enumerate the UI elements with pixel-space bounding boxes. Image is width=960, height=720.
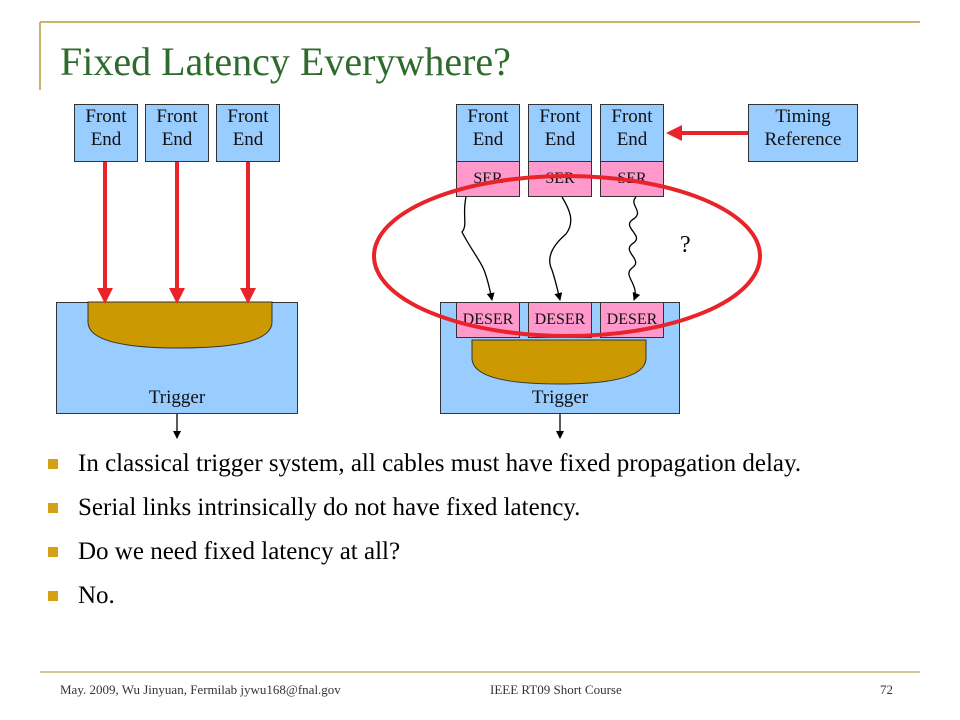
bullet-text: Do we need fixed latency at all?: [78, 538, 401, 565]
trigger-label: Trigger: [148, 387, 206, 408]
latency-highlight-ellipse: [372, 174, 762, 338]
trigger-label: Trigger: [531, 387, 589, 408]
question-mark: ?: [680, 232, 691, 258]
bullet-text: No.: [78, 582, 115, 609]
timing-reference-box: Timing Reference: [748, 104, 858, 162]
serial-link-cable: [628, 196, 641, 301]
bullet-item: Serial links intrinsically do not have f…: [48, 492, 908, 524]
footer-course: IEEE RT09 Short Course: [490, 682, 622, 697]
deser-box: DESER: [528, 302, 592, 338]
serial-link-cable: [461, 196, 495, 301]
bullet-text: In classical trigger system, all cables …: [78, 450, 802, 477]
front-end-box: Front End: [600, 104, 664, 162]
front-end-box: Front End: [216, 104, 280, 162]
bullet-marker: [48, 459, 58, 469]
deser-box: DESER: [456, 302, 520, 338]
bullet-item: Do we need fixed latency at all?: [48, 536, 908, 568]
slide-title: Fixed Latency Everywhere?: [60, 39, 511, 84]
bullet-marker: [48, 503, 58, 513]
bullet-item: In classical trigger system, all cables …: [48, 448, 908, 480]
bullet-marker: [48, 591, 58, 601]
serial-link-cable: [549, 196, 572, 301]
front-end-box: Front End: [528, 104, 592, 162]
bullet-list: In classical trigger system, all cables …: [48, 448, 908, 624]
trigger-logic-shape: [87, 301, 273, 349]
trigger-logic-shape: [471, 339, 647, 385]
front-end-box: Front End: [74, 104, 138, 162]
bullet-text: Serial links intrinsically do not have f…: [78, 494, 581, 521]
bullet-marker: [48, 547, 58, 557]
front-end-box: Front End: [145, 104, 209, 162]
footer-author: May. 2009, Wu Jinyuan, Fermilab jywu168@…: [60, 682, 341, 697]
bullet-item: No.: [48, 580, 908, 612]
page-number: 72: [880, 682, 893, 697]
